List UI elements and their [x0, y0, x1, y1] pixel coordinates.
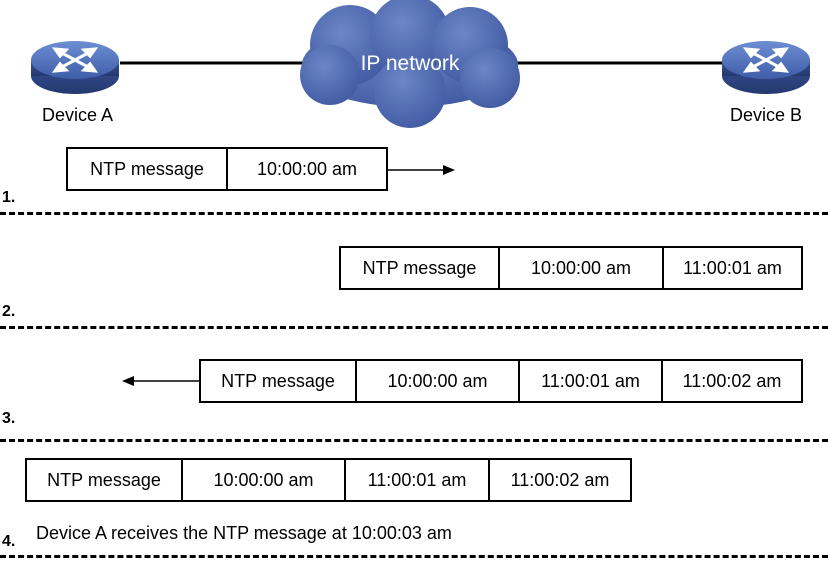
step-4-note: Device A receives the NTP message at 10:… — [36, 523, 452, 543]
packet-field-originate-time: 10:00:00 am — [183, 460, 346, 500]
packet-field-transmit-time: 11:00:02 am — [682, 370, 782, 391]
network-label: IP network — [360, 52, 460, 75]
packet-field-receive-time: 11:00:01 am — [520, 361, 663, 401]
step-divider-2 — [0, 326, 828, 329]
step-divider-3 — [0, 439, 828, 442]
cloud-icon-ip-network — [300, 0, 520, 128]
ntp-packet-step-3: NTP message 10:00:00 am 11:00:01 am 11:0… — [199, 359, 803, 403]
packet-field-receive-time: 11:00:01 am — [346, 460, 490, 500]
packet-field-transmit-time: 11:00:02 am — [510, 469, 610, 490]
ntp-packet-step-1: NTP message 10:00:00 am — [66, 147, 388, 191]
step-divider-1 — [0, 212, 828, 215]
step-number-3: 3. — [2, 410, 16, 427]
router-icon-device-a — [31, 41, 119, 94]
packet-field-originate-time: 10:00:00 am — [256, 158, 358, 179]
step-number-2: 2. — [2, 303, 16, 320]
arrow-right-icon — [388, 165, 455, 175]
device-b-label: Device B — [730, 105, 803, 125]
ntp-packet-step-4: NTP message 10:00:00 am 11:00:01 am 11:0… — [25, 458, 632, 502]
ntp-packet-step-2: NTP message 10:00:00 am 11:00:01 am — [339, 246, 803, 290]
packet-field-type: NTP message — [201, 361, 357, 401]
topology-diagram — [31, 0, 810, 128]
router-icon-device-b — [722, 41, 810, 94]
step-number-1: 1. — [2, 189, 16, 206]
step-divider-4 — [0, 555, 828, 558]
packet-field-originate-time: 10:00:00 am — [500, 248, 664, 288]
packet-field-originate-time: 10:00:00 am — [357, 361, 520, 401]
packet-field-type: NTP message — [341, 248, 500, 288]
packet-field-receive-time: 11:00:01 am — [683, 257, 782, 278]
device-a-label: Device A — [42, 105, 114, 125]
step-number-4: 4. — [2, 533, 16, 550]
packet-field-type: NTP message — [27, 460, 183, 500]
packet-field-type: NTP message — [68, 149, 228, 189]
arrow-left-icon — [122, 376, 200, 386]
